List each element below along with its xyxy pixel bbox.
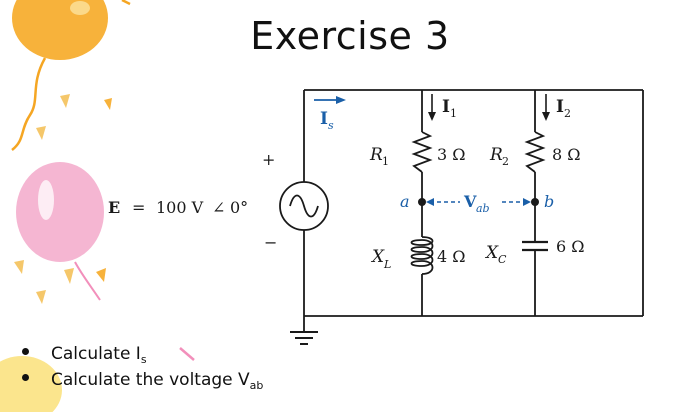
source-value-label: 100 V bbox=[156, 198, 204, 217]
r1-resistor bbox=[411, 131, 433, 173]
ground-icon bbox=[290, 331, 318, 345]
xc-value: 6 Ω bbox=[556, 237, 585, 256]
pink-balloon bbox=[16, 162, 104, 262]
confetti-piece bbox=[36, 126, 46, 140]
orange-balloon bbox=[12, 0, 108, 60]
confetti-piece bbox=[179, 347, 195, 361]
slide-title: Exercise 3 bbox=[250, 14, 450, 58]
source-plus-label: + bbox=[262, 150, 275, 169]
r1-label: R bbox=[369, 145, 383, 165]
is-subscript: s bbox=[328, 119, 334, 132]
i2-label: I bbox=[556, 97, 564, 117]
confetti-piece bbox=[96, 268, 106, 282]
vab-arrow-right-icon bbox=[523, 198, 531, 206]
node-b-label: b bbox=[544, 192, 554, 211]
r2-resistor bbox=[524, 131, 546, 173]
orange-balloon-highlight bbox=[70, 1, 90, 15]
source-angle-icon: ∠ bbox=[212, 198, 225, 217]
xl-subscript: L bbox=[383, 258, 391, 271]
confetti-piece bbox=[104, 98, 112, 110]
ac-source-wave bbox=[289, 194, 319, 218]
source-minus-label: − bbox=[264, 233, 277, 252]
xc-subscript: C bbox=[498, 253, 507, 266]
i1-subscript: 1 bbox=[450, 107, 457, 120]
task-text: Calculate the voltage V bbox=[51, 370, 250, 390]
xl-value: 4 Ω bbox=[437, 247, 466, 266]
xl-inductor bbox=[410, 236, 434, 275]
source-e-label: E bbox=[108, 198, 120, 217]
source-angle-label: 0° bbox=[230, 198, 248, 217]
ac-source-circle bbox=[279, 181, 329, 231]
i1-arrow-icon bbox=[428, 112, 436, 121]
bullet-icon bbox=[22, 348, 29, 355]
confetti-piece bbox=[36, 290, 46, 304]
bullet-icon bbox=[22, 374, 29, 381]
r2-value: 8 Ω bbox=[552, 145, 581, 164]
i2-arrow-icon bbox=[542, 112, 550, 121]
is-label: I bbox=[320, 109, 328, 129]
confetti-piece bbox=[60, 94, 70, 108]
task-subscript: ab bbox=[249, 379, 264, 392]
i2-subscript: 2 bbox=[564, 107, 571, 120]
vab-label: V bbox=[463, 192, 477, 211]
vab-arrow-left-icon bbox=[426, 198, 434, 206]
pink-balloon-string bbox=[74, 261, 101, 301]
node-a-label: a bbox=[400, 192, 410, 211]
yellow-balloon bbox=[0, 356, 62, 412]
xc-label: X bbox=[484, 243, 499, 263]
confetti-piece bbox=[121, 0, 131, 6]
node-a-dot bbox=[418, 198, 426, 206]
node-b-dot bbox=[531, 198, 539, 206]
vab-subscript: ab bbox=[476, 202, 490, 215]
source-equals-label: = bbox=[132, 198, 145, 217]
task-subscript: s bbox=[140, 353, 147, 366]
is-arrow-icon bbox=[336, 96, 346, 104]
r2-subscript: 2 bbox=[502, 155, 509, 168]
confetti-piece bbox=[14, 260, 24, 274]
r2-label: R bbox=[489, 145, 503, 165]
confetti-piece bbox=[64, 268, 74, 284]
pink-balloon-highlight bbox=[38, 180, 54, 220]
xl-label: X bbox=[370, 247, 385, 267]
task-text: Calculate I bbox=[51, 344, 141, 364]
i1-label: I bbox=[442, 97, 450, 117]
r1-value: 3 Ω bbox=[437, 145, 466, 164]
r1-subscript: 1 bbox=[382, 155, 389, 168]
orange-balloon-string bbox=[11, 57, 47, 151]
